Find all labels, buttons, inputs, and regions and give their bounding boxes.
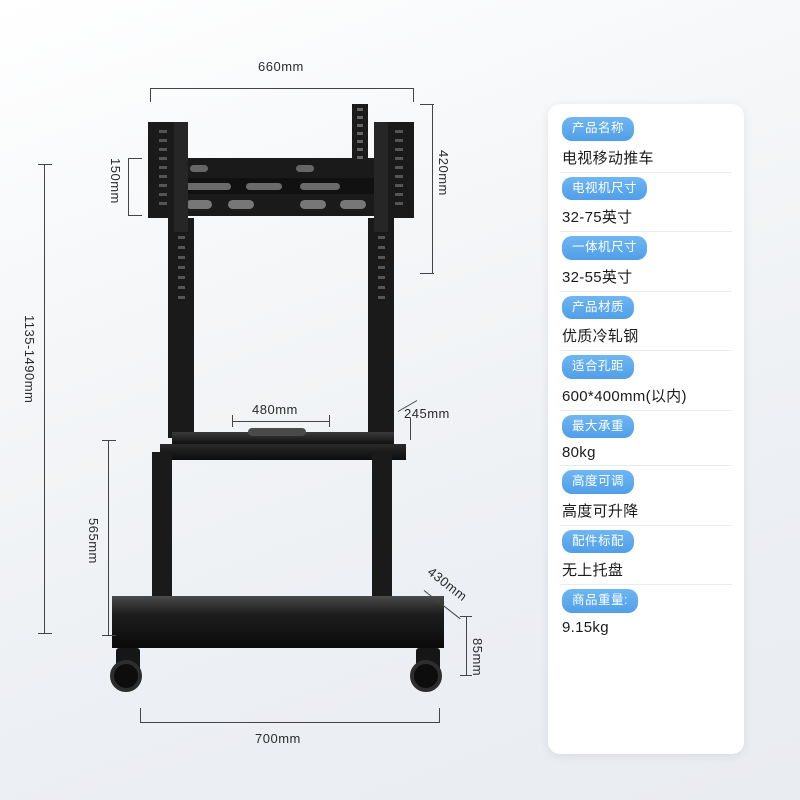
spec-row-vesa: 适合孔距 600*400mm(以内) [548,350,744,410]
dim-tick-700-right [439,708,440,722]
dim-label-245: 245mm [404,406,450,421]
leg-right [372,452,392,610]
spec-value-height-adjust: 高度可升降 [562,502,639,520]
spec-value-tv-size: 32-75英寸 [562,209,633,226]
dim-tick-565-top [102,440,116,441]
spec-value-accessories: 无上托盘 [562,562,624,579]
dim-label-85: 85mm [470,638,485,677]
spec-label-vesa: 适合孔距 [562,355,635,379]
spec-label-weight: 商品重量: [562,589,638,613]
dim-tick-660-left [150,88,151,102]
dim-tick-height-bottom [38,633,52,634]
dim-label-480: 480mm [252,402,298,417]
spec-row-product-name: 产品名称 电视移动推车 [548,112,744,172]
spec-label-accessories: 配件标配 [562,529,635,553]
spec-row-tv-size: 电视机尺寸 32-75英寸 [548,171,744,232]
spec-row-aio-size: 一体机尺寸 32-55英寸 [548,231,744,291]
dim-tick-480-left [232,415,233,427]
spec-label-product-name: 产品名称 [562,117,635,141]
spec-row-height-adjust: 高度可调 高度可升降 [548,465,744,525]
spec-value-max-load: 80kg [562,444,596,461]
spec-label-material: 产品材质 [562,295,635,319]
dim-tick-480-right [329,415,330,427]
dim-line-420 [432,104,433,274]
dim-line-85 [466,616,467,676]
rail-hole-1 [186,200,212,209]
dim-tick-150-bottom [128,215,142,216]
column-right-adjust-holes [378,236,385,306]
spec-value-material: 优质冷轧钢 [562,328,639,345]
spec-row-material: 产品材质 优质冷轧钢 [548,290,744,351]
leg-left [152,452,172,610]
dim-tick-660-right [413,88,414,102]
product-diagram: 660mm 150mm 420mm 1135-1490mm 480mm 245m… [22,59,485,746]
dim-label-660: 660mm [258,59,304,74]
center-strip-holes [357,108,363,160]
rail-hole-5 [190,165,208,172]
dim-line-480 [232,421,330,422]
base-top [112,596,444,614]
dim-label-420: 420mm [436,150,451,196]
dim-label-700: 700mm [255,731,301,746]
rail-slot-3 [300,183,340,190]
spec-label-height-adjust: 高度可调 [562,470,635,494]
spec-label-max-load: 最大承重 [562,414,635,438]
tray-top [172,432,394,444]
spec-row-max-load: 最大承重 80kg [548,409,744,466]
rail-slot-1 [185,183,231,190]
caster-right-wheel [410,660,442,692]
spec-card: 产品名称 电视移动推车 电视机尺寸 32-75英寸 一体机尺寸 32-55英寸 … [548,104,744,754]
column-left-adjust-holes [178,236,185,306]
dim-line-565 [108,440,109,636]
dim-tick-85-bottom [460,675,472,676]
spec-value-weight: 9.15kg [562,618,609,636]
dim-tick-700-left [140,708,141,722]
caster-left-wheel [110,660,142,692]
dim-label-height: 1135-1490mm [22,315,37,404]
dim-tick-420-top [420,104,434,105]
dim-line-height [44,164,45,634]
column-left-inner [174,122,188,232]
spec-value-vesa: 600*400mm(以内) [562,387,687,405]
tray-slot [248,428,306,436]
spec-value-aio-size: 32-55英寸 [562,268,633,286]
column-right-inner [374,122,388,232]
bracket-rail-top [148,158,414,178]
spec-row-weight: 商品重量: 9.15kg [548,584,744,640]
dim-tick-height-top [38,164,52,165]
tray-front [160,444,406,460]
base-front [112,614,444,648]
rail-slot-2 [246,183,282,190]
rail-hole-3 [300,200,326,209]
dim-label-565: 565mm [86,518,101,564]
dim-tick-150-top [128,158,142,159]
spec-row-accessories: 配件标配 无上托盘 [548,524,744,585]
spec-label-aio-size: 一体机尺寸 [562,236,648,260]
spec-value-product-name: 电视移动推车 [562,149,654,167]
bracket-left-holes [159,130,167,210]
rail-hole-2 [228,200,254,209]
dim-tick-85-top [460,616,472,617]
dim-tick-565-bottom [102,635,116,636]
rail-hole-6 [296,165,314,172]
rail-hole-4 [340,200,366,209]
bracket-rail-bottom [148,194,414,216]
dim-label-150: 150mm [108,158,123,204]
spec-label-tv-size: 电视机尺寸 [562,176,648,200]
dim-tick-420-bottom [420,273,434,274]
dim-line-700 [140,722,440,723]
bracket-right-holes [395,130,403,210]
dim-tick-245 [410,418,411,440]
dim-line-660 [150,88,414,89]
dim-line-150 [128,158,129,216]
